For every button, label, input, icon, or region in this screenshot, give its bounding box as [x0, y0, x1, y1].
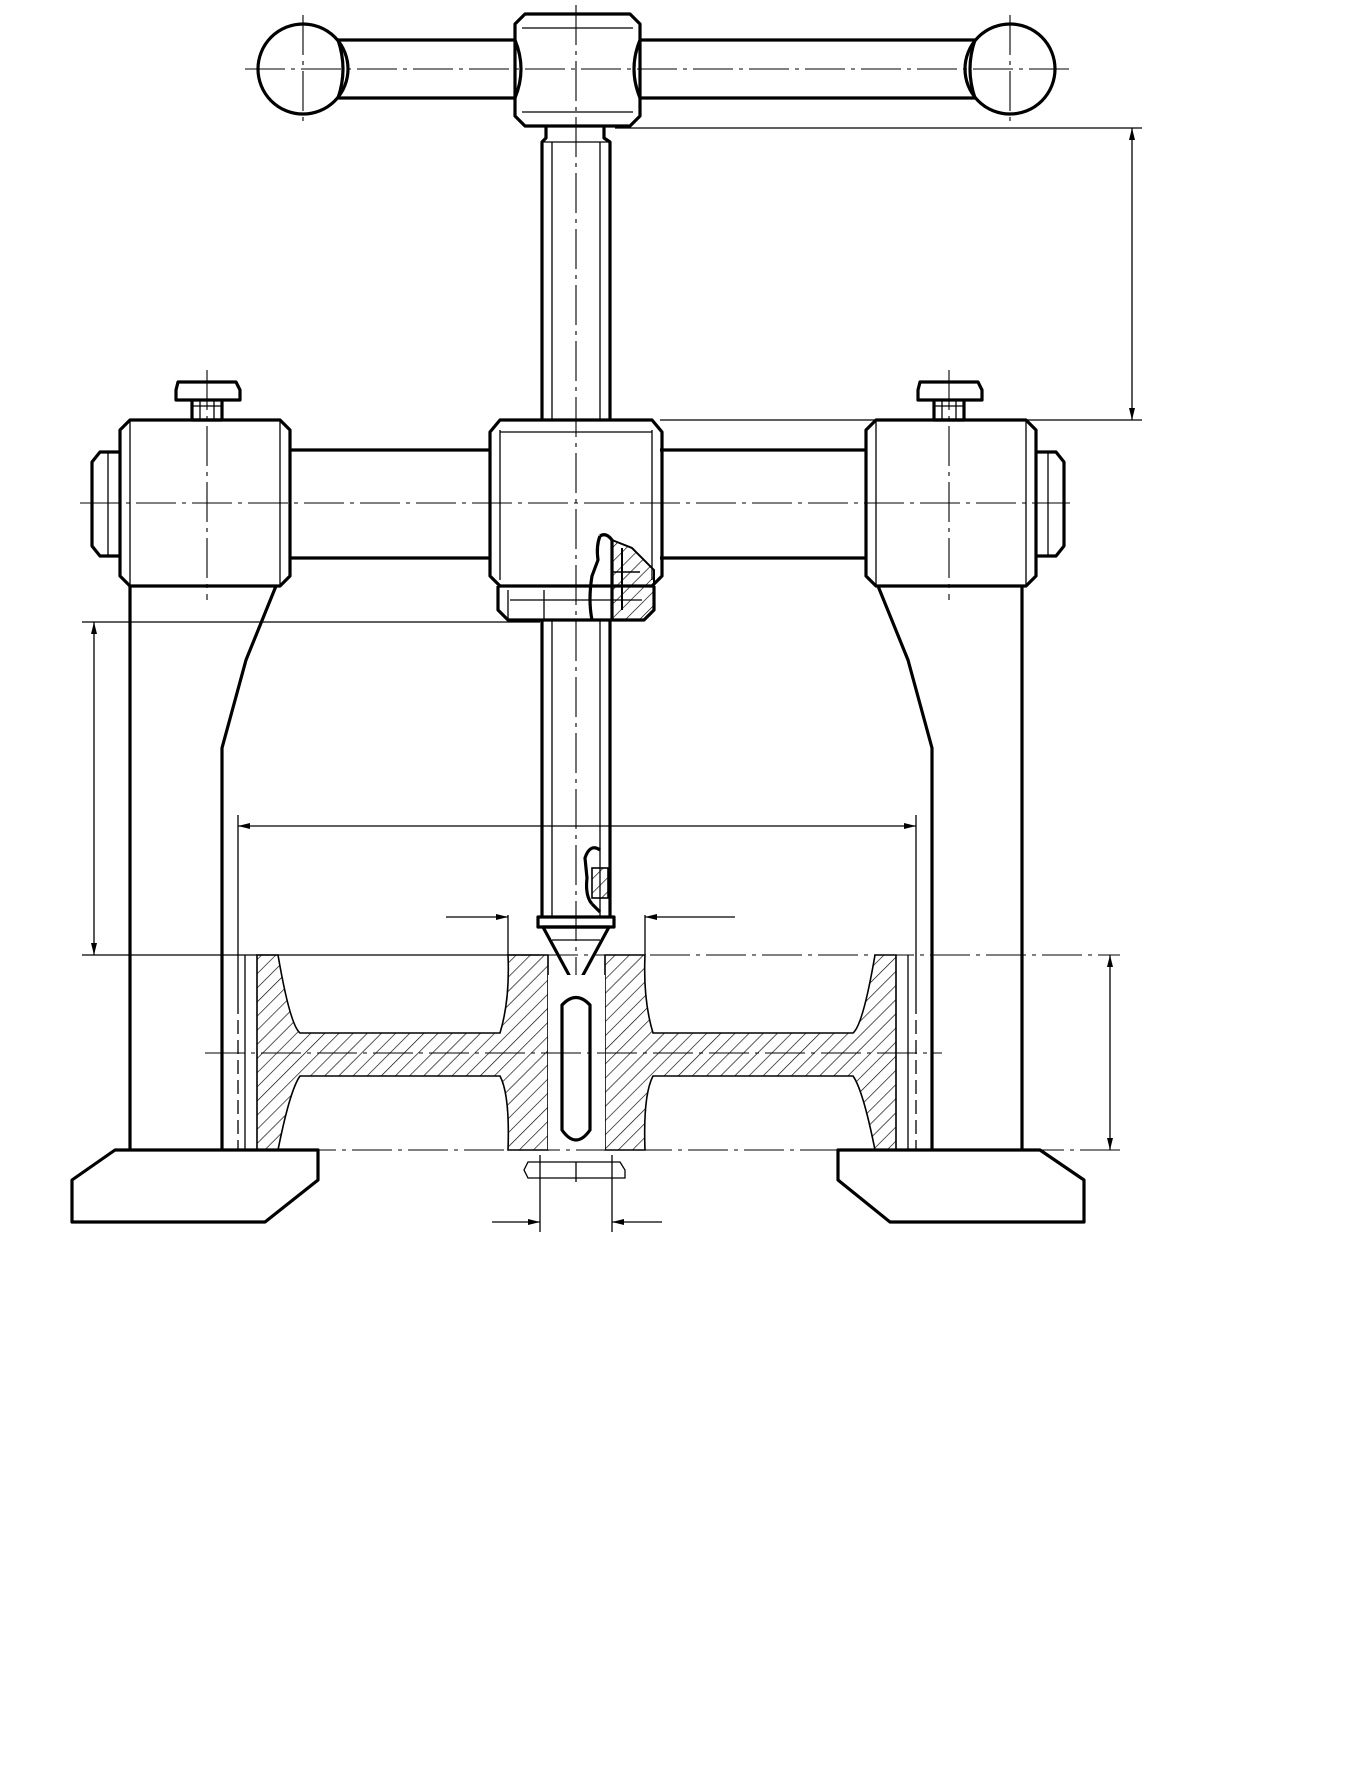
handle-hub — [513, 12, 642, 128]
workpiece-section — [90, 954, 1120, 1182]
dimension-lines — [82, 127, 1142, 1232]
center-nut — [488, 418, 664, 622]
left-column — [70, 370, 320, 1224]
left-foot — [70, 1148, 320, 1224]
slot — [560, 995, 592, 1142]
right-foot — [836, 1148, 1086, 1224]
t-handle — [245, 12, 1070, 128]
crossbeam — [80, 448, 1070, 560]
